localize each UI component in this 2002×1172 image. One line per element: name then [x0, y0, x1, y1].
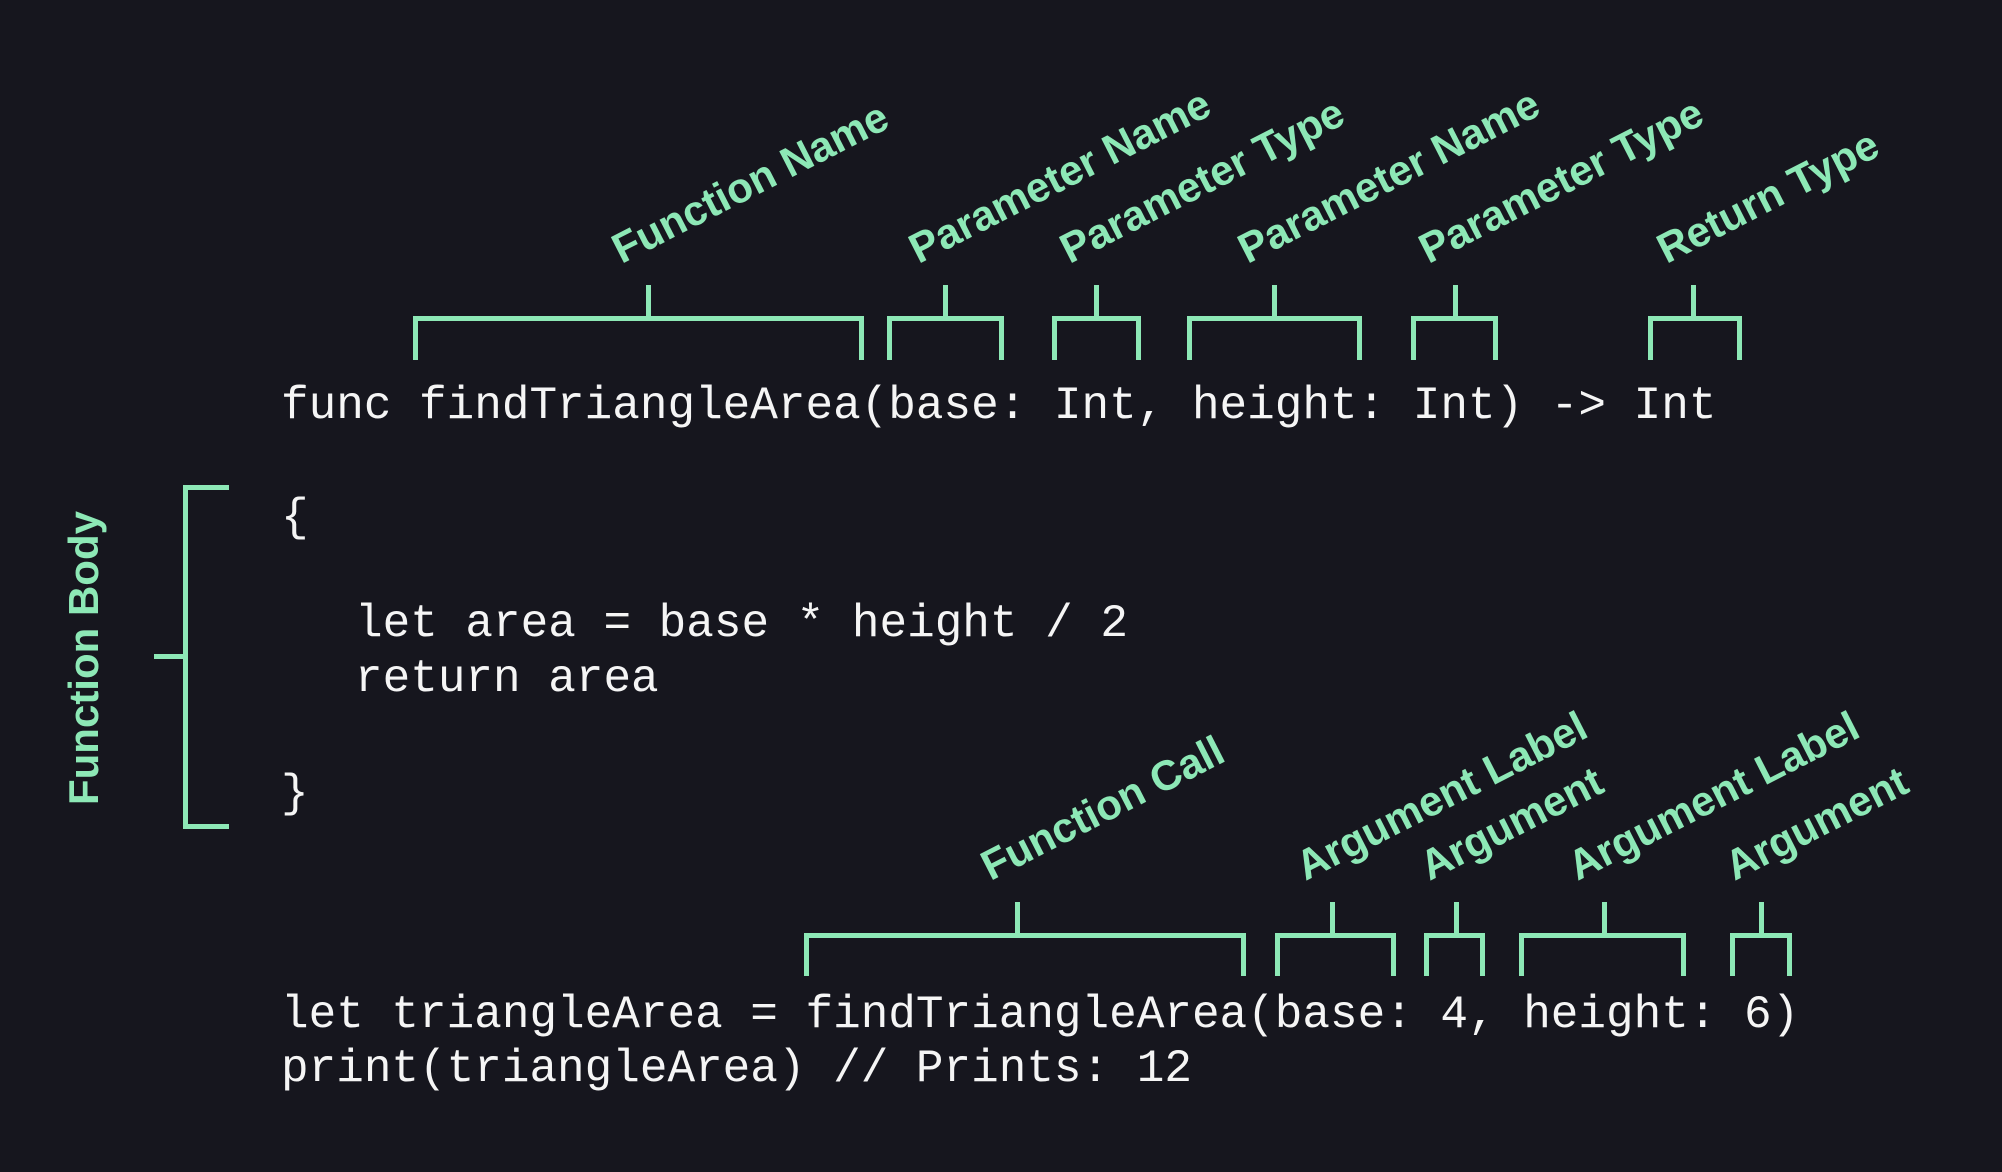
bracket-tick	[413, 316, 418, 360]
bracket-tick	[1480, 933, 1485, 976]
bracket-parameter-name-2	[1187, 285, 1362, 360]
bracket-tick	[1411, 316, 1416, 360]
bracket-parameter-type-2	[1411, 285, 1498, 360]
bracket-tick	[1519, 933, 1524, 976]
code-body-line-1: let area = base * height / 2	[355, 598, 1128, 650]
bracket-bar	[1411, 316, 1498, 321]
bracket-tick	[1052, 316, 1057, 360]
bracket-parameter-type-1	[1052, 285, 1141, 360]
code-call-line: let triangleArea = findTriangleArea(base…	[281, 989, 1800, 1041]
bracket-tick	[1424, 933, 1429, 976]
code-open-brace: {	[281, 492, 309, 544]
bracket-tick	[859, 316, 864, 360]
bracket-tick	[1357, 316, 1362, 360]
bracket-return-type	[1648, 285, 1742, 360]
bracket-stem	[1453, 285, 1458, 316]
bracket-bar	[1730, 933, 1792, 938]
bracket-argument-2	[1730, 902, 1792, 976]
label-function-call: Function Call	[973, 726, 1232, 890]
bracket-tick	[1187, 316, 1192, 360]
bracket-function-name	[413, 285, 864, 360]
bracket-tick	[804, 933, 809, 976]
bracket-tick	[1648, 316, 1653, 360]
bracket-bar	[1424, 933, 1485, 938]
code-close-brace: }	[281, 768, 309, 820]
bracket-bar	[413, 316, 864, 321]
code-declaration: func findTriangleArea(base: Int, height:…	[281, 380, 1717, 432]
bracket-tick	[183, 824, 229, 829]
bracket-tick	[1493, 316, 1498, 360]
bracket-tick	[1730, 933, 1735, 976]
bracket-tick	[999, 316, 1004, 360]
bracket-tick	[1787, 933, 1792, 976]
bracket-bar	[804, 933, 1246, 938]
bracket-stem	[1094, 285, 1099, 316]
bracket-bar	[887, 316, 1004, 321]
code-print-line: print(triangleArea) // Prints: 12	[281, 1043, 1192, 1095]
bracket-stem	[1015, 902, 1020, 933]
bracket-stem	[154, 654, 188, 659]
code-body-line-2: return area	[355, 653, 659, 705]
bracket-stem	[943, 285, 948, 316]
bracket-bar	[1187, 316, 1362, 321]
bracket-stem	[1759, 902, 1764, 933]
bracket-tick	[1681, 933, 1686, 976]
bracket-tick	[183, 485, 229, 490]
bracket-argument-label-2	[1519, 902, 1686, 976]
bracket-stem	[1454, 902, 1459, 933]
label-parameter-name-2: Parameter Name	[1230, 79, 1547, 273]
bracket-bar	[1519, 933, 1686, 938]
bracket-parameter-name-1	[887, 285, 1004, 360]
bracket-tick	[887, 316, 892, 360]
bracket-argument-label-1	[1275, 902, 1396, 976]
bracket-tick	[1391, 933, 1396, 976]
bracket-stem	[1330, 902, 1335, 933]
bracket-tick	[1275, 933, 1280, 976]
bracket-bar	[1275, 933, 1396, 938]
bracket-stem	[646, 285, 651, 316]
bracket-stem	[1602, 902, 1607, 933]
bracket-stem	[1691, 285, 1696, 316]
bracket-bar	[1052, 316, 1141, 321]
bracket-function-call	[804, 902, 1246, 976]
bracket-tick	[1737, 316, 1742, 360]
bracket-tick	[1136, 316, 1141, 360]
bracket-argument-1	[1424, 902, 1485, 976]
bracket-stem	[1272, 285, 1277, 316]
label-function-name: Function Name	[604, 92, 896, 273]
bracket-tick	[1241, 933, 1246, 976]
label-function-body: Function Body	[60, 511, 107, 805]
bracket-bar	[1648, 316, 1742, 321]
bracket-function-body	[154, 485, 229, 829]
